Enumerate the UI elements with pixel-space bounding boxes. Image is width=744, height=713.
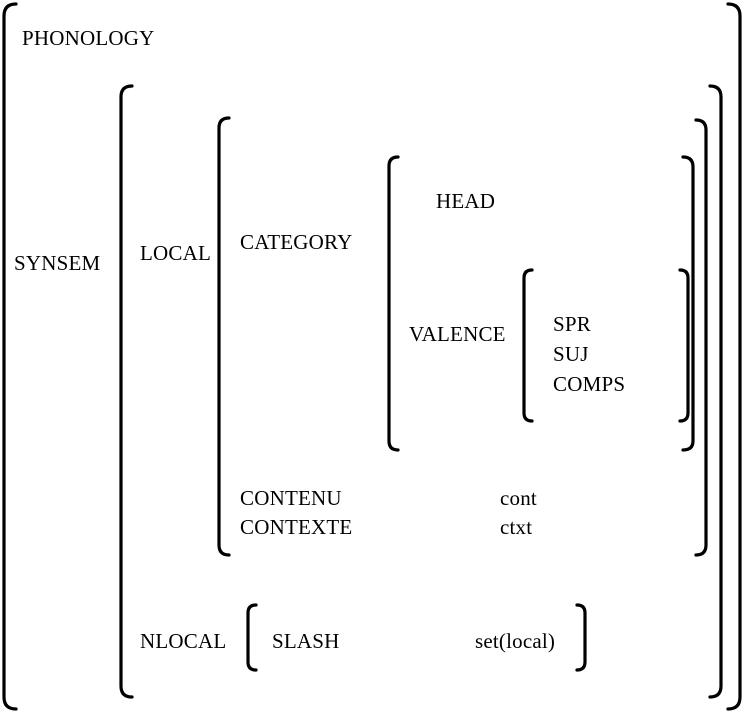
local-left-bracket: [217, 116, 231, 557]
suj-label: SUJ: [553, 342, 589, 366]
valence-left-bracket: [522, 268, 534, 423]
category-label: CATEGORY: [240, 230, 353, 254]
contenu-label: CONTENU: [240, 486, 342, 510]
nlocal-right-bracket: [575, 603, 587, 672]
slash-value: set(local): [475, 629, 556, 653]
phonology-label: PHONOLOGY: [22, 26, 155, 50]
spr-label: SPR: [553, 312, 591, 336]
contexte-label: CONTEXTE: [240, 515, 353, 539]
synsem-label: SYNSEM: [14, 251, 101, 275]
head-label: HEAD: [436, 189, 496, 213]
comps-label: COMPS: [553, 372, 626, 396]
contexte-value: ctxt: [500, 515, 533, 539]
contenu-value: cont: [500, 486, 537, 510]
outer-left-bracket: [2, 2, 18, 711]
local-right-bracket: [694, 118, 708, 557]
local-label: LOCAL: [140, 241, 211, 265]
synsem-right-bracket: [708, 84, 723, 699]
category-left-bracket: [387, 155, 400, 452]
slash-label: SLASH: [272, 629, 340, 653]
valence-right-bracket: [678, 268, 690, 423]
nlocal-label: NLOCAL: [140, 629, 227, 653]
nlocal-left-bracket: [246, 603, 258, 672]
category-right-bracket: [681, 155, 695, 452]
outer-right-bracket: [726, 2, 742, 711]
valence-label: VALENCE: [409, 322, 506, 346]
synsem-left-bracket: [119, 84, 134, 699]
